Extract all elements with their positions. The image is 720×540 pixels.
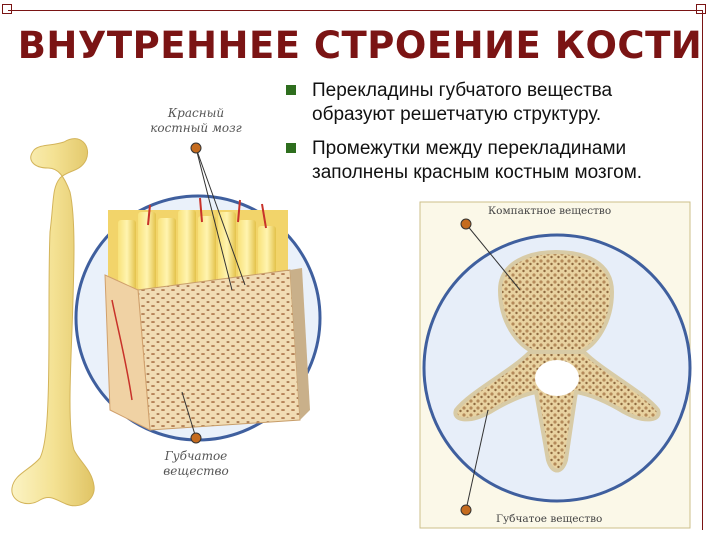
bullet-text: Промежутки между перекладинами заполнены… — [312, 138, 643, 183]
label-compact: Компактное вещество — [488, 205, 611, 217]
frame-top-line — [8, 10, 702, 11]
label-spongy-right: Губчатое вещество — [496, 513, 602, 525]
bullet-marker-icon — [286, 85, 296, 95]
femur-bone — [11, 138, 95, 507]
pointer-dot — [460, 504, 472, 516]
bullet-text: Перекладины губчатого вещества образуют … — [312, 80, 613, 125]
pointer-dot — [190, 142, 202, 154]
frame-corner-right — [696, 4, 706, 14]
pointer-dot — [460, 218, 472, 230]
label-spongy-left-2: вещество — [163, 464, 229, 478]
label-spongy-left-1: Губчатое — [164, 449, 228, 463]
bullet-item: Промежутки между перекладинами заполнены… — [286, 137, 696, 185]
pointer-dot — [190, 432, 202, 444]
frame-right-line — [702, 10, 703, 530]
bullet-marker-icon — [286, 143, 296, 153]
frame-corner-left — [2, 4, 12, 14]
bullet-list: Перекладины губчатого вещества образуют … — [286, 79, 696, 195]
slide-title: ВНУТРЕННЕЕ СТРОЕНИЕ КОСТИ — [17, 24, 703, 67]
label-red-marrow-2: костный мозг — [150, 121, 242, 135]
vertebra-panel — [419, 201, 692, 529]
bullet-item: Перекладины губчатого вещества образуют … — [286, 79, 696, 127]
label-red-marrow-1: Красный — [167, 106, 224, 120]
magnified-spongy-bone — [74, 147, 322, 442]
